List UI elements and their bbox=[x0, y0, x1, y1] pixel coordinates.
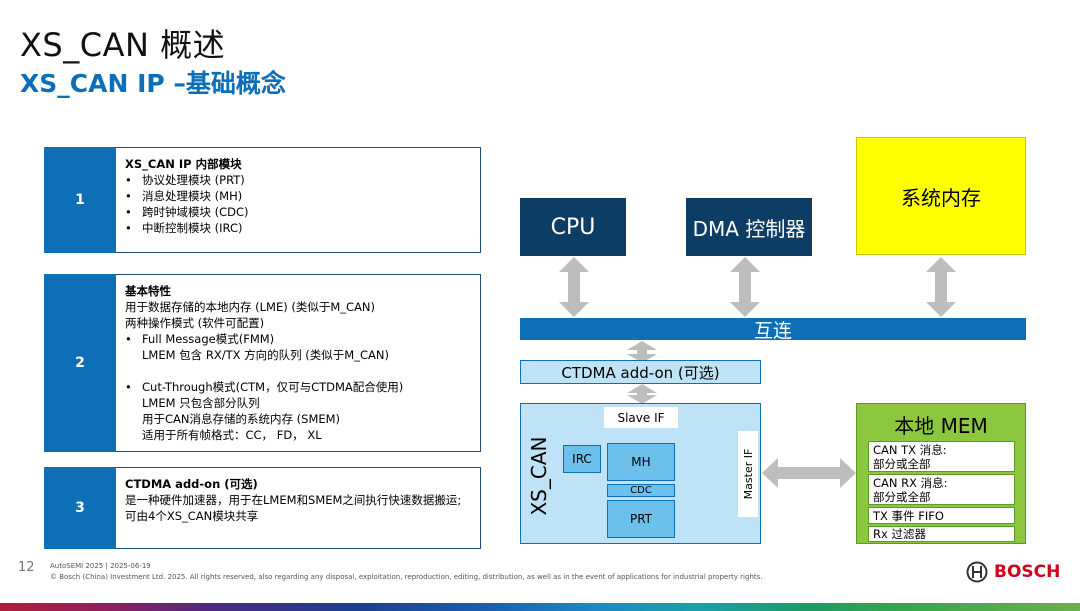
prt-module: PRT bbox=[607, 500, 675, 538]
arrow-icon bbox=[730, 257, 760, 317]
info-row-1: XS_CAN IP 内部模块 协议处理模块 (PRT) 消息处理模块 (MH) … bbox=[44, 147, 481, 253]
footer-copyright: © Bosch (China) Investment Ltd. 2025. Al… bbox=[50, 573, 763, 581]
page-title: XS_CAN 概述 bbox=[20, 26, 226, 64]
row-1-bullet: 协议处理模块 (PRT) bbox=[125, 172, 470, 188]
arrow-icon bbox=[559, 257, 589, 317]
row-2-bullet: Full Message模式(FMM) bbox=[125, 331, 470, 347]
arrow-icon bbox=[926, 257, 956, 317]
irc-module: IRC bbox=[563, 445, 601, 473]
interconnect-bus: 互连 bbox=[520, 318, 1026, 342]
cdc-module: CDC bbox=[607, 484, 675, 497]
row-2-line: LMEM 只包含部分队列 bbox=[142, 396, 260, 410]
row-2-line: 两种操作模式 (软件可配置) bbox=[125, 316, 265, 330]
row-1-bullet: 中断控制模块 (IRC) bbox=[125, 220, 470, 236]
row-3-heading: CTDMA add-on (可选) bbox=[125, 477, 258, 491]
row-1-bullet: 消息处理模块 (MH) bbox=[125, 188, 470, 204]
row-1-heading: XS_CAN IP 内部模块 bbox=[125, 157, 242, 171]
arrow-icon bbox=[627, 384, 657, 404]
local-mem-item: TX 事件 FIFO bbox=[868, 507, 1015, 524]
brand-name: BOSCH bbox=[994, 562, 1061, 582]
bosch-logo-icon bbox=[966, 561, 988, 583]
row-2-line: LMEM 包含 RX/TX 方向的队列 (类似于M_CAN) bbox=[142, 348, 389, 362]
row-3-number: 3 bbox=[44, 467, 116, 549]
row-2-bullet: Cut-Through模式(CTM，仅可与CTDMA配合使用) bbox=[125, 379, 470, 395]
row-3-line: 是一种硬件加速器，用于在LMEM和SMEM之间执行快速数据搬运; 可由4个XS_… bbox=[125, 493, 462, 523]
dma-controller-block: DMA 控制器 bbox=[686, 198, 812, 256]
arrow-icon bbox=[762, 458, 856, 488]
info-row-2: 基本特性 用于数据存储的本地内存 (LME) (类似于M_CAN) 两种操作模式… bbox=[44, 274, 481, 452]
local-mem-title: 本地 MEM bbox=[894, 414, 988, 438]
page-subtitle: XS_CAN IP –基础概念 bbox=[20, 69, 286, 98]
cpu-block: CPU bbox=[520, 198, 626, 256]
footer-event: AutoSEMI 2025 | 2025-06-19 bbox=[50, 562, 151, 570]
row-2-heading: 基本特性 bbox=[125, 284, 171, 298]
local-mem-item: CAN TX 消息: 部分或全部 bbox=[868, 441, 1015, 472]
info-row-3: CTDMA add-on (可选) 是一种硬件加速器，用于在LMEM和SMEM之… bbox=[44, 467, 481, 549]
row-2-line: 用于数据存储的本地内存 (LME) (类似于M_CAN) bbox=[125, 300, 376, 314]
local-mem-item: CAN RX 消息: 部分或全部 bbox=[868, 474, 1015, 505]
ctdma-addon-block: CTDMA add-on (可选) bbox=[520, 360, 761, 384]
xscan-label: XS_CAN bbox=[527, 436, 551, 516]
master-if-label: Master IF bbox=[738, 431, 758, 517]
page-number: 12 bbox=[18, 560, 35, 575]
footer-stripe bbox=[0, 603, 1080, 611]
system-memory-block: 系统内存 bbox=[856, 137, 1026, 255]
row-1-bullet: 跨时钟域模块 (CDC) bbox=[125, 204, 470, 220]
row-2-number: 2 bbox=[44, 274, 116, 452]
row-2-line: 适用于所有帧格式：CC， FD， XL bbox=[142, 428, 322, 442]
slave-if-label: Slave IF bbox=[604, 407, 678, 428]
mh-module: MH bbox=[607, 443, 675, 481]
arrow-icon bbox=[627, 341, 657, 363]
row-2-line: 用于CAN消息存储的系统内存 (SMEM) bbox=[142, 412, 341, 426]
row-1-number: 1 bbox=[44, 147, 116, 253]
local-mem-item: Rx 过滤器 bbox=[868, 526, 1015, 542]
